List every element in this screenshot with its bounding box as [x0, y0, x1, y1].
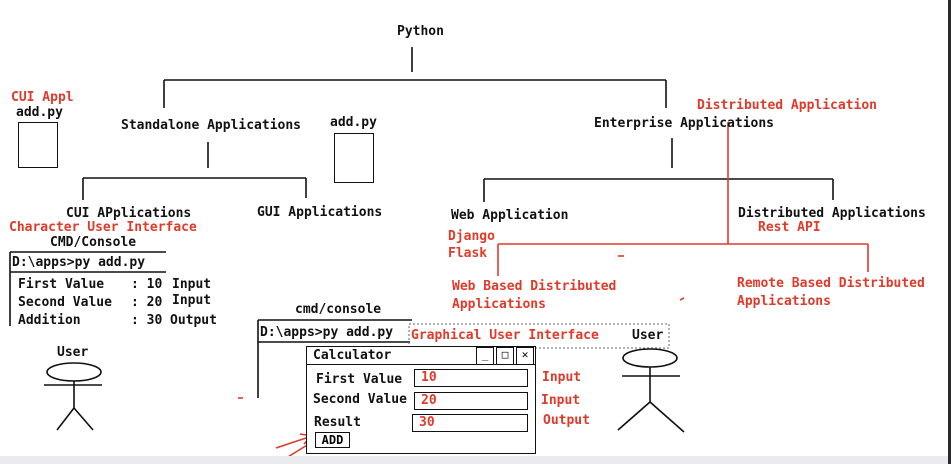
distributed-application-note: Distributed Application [697, 98, 878, 113]
cmd-console-gui: cmd/console [295, 302, 382, 317]
cui-row-label: Addition [18, 313, 81, 328]
standalone-applications: Standalone Applications [121, 118, 302, 133]
cui-row-value: : 10 [131, 277, 163, 292]
cui-applications: CUI APplications [66, 206, 192, 221]
minimize-icon[interactable]: _ [476, 347, 494, 365]
remote-based-distributed-line1: Remote Based Distributed [737, 276, 925, 291]
add-button[interactable]: ADD [315, 432, 350, 448]
add-py-left-label: add.py [16, 105, 63, 120]
remote-based-distributed-line2: Applications [737, 294, 831, 309]
close-icon[interactable]: ✕ [516, 347, 534, 365]
graphical-user-interface: Graphical User Interface [411, 328, 599, 343]
cui-row-kind: Input [172, 293, 212, 308]
web-application: Web Application [451, 208, 569, 223]
enterprise-applications: Enterprise Applications [594, 116, 775, 131]
cui-row-label: First Value [18, 277, 105, 292]
user-label-left: User [57, 345, 89, 360]
bottom-strip [0, 456, 951, 464]
calc-field-label: Second Value [313, 392, 407, 407]
flask-label: Flask [448, 246, 488, 261]
second-value-field[interactable]: 20 [414, 392, 528, 410]
distributed-applications: Distributed Applications [738, 206, 926, 221]
rest-api-label: Rest API [758, 220, 821, 235]
django-label: Django [448, 229, 495, 244]
calc-field-label: First Value [316, 372, 403, 387]
right-edge-bar [948, 0, 951, 464]
cmd-console-left: CMD/Console [50, 235, 137, 250]
web-based-distributed-line1: Web Based Distributed [452, 279, 617, 294]
first-value-field[interactable]: 10 [414, 369, 528, 387]
result-field[interactable]: 30 [412, 414, 528, 432]
user-label-right: User [632, 328, 664, 343]
character-user-interface: Character User Interface [9, 220, 197, 235]
calc-field-kind: Input [541, 393, 581, 408]
cui-row-label: Second Value [18, 295, 112, 310]
cui-row-kind: Input [172, 277, 212, 292]
calc-field-label: Result [314, 415, 361, 430]
console-command-gui: D:\apps>py add.py [260, 325, 394, 340]
maximize-icon[interactable]: □ [496, 347, 514, 365]
file-icon-mid [334, 133, 374, 183]
root-title: Python [397, 24, 444, 39]
gui-applications: GUI Applications [257, 205, 383, 220]
calc-field-kind: Input [542, 370, 582, 385]
cui-row-value: : 20 [131, 295, 163, 310]
calc-field-kind: Output [543, 413, 590, 428]
calculator-title: Calculator [313, 348, 392, 363]
cui-row-kind: Output [170, 313, 217, 328]
console-command-left: D:\apps>py add.py [12, 255, 146, 270]
cui-row-value: : 30 [131, 313, 163, 328]
add-py-mid-label: add.py [330, 115, 377, 130]
web-based-distributed-line2: Applications [452, 297, 546, 312]
calculator-titlebar-divider [306, 364, 536, 365]
cui-appl-label: CUI Appl [11, 90, 74, 105]
file-icon-left [18, 122, 58, 168]
